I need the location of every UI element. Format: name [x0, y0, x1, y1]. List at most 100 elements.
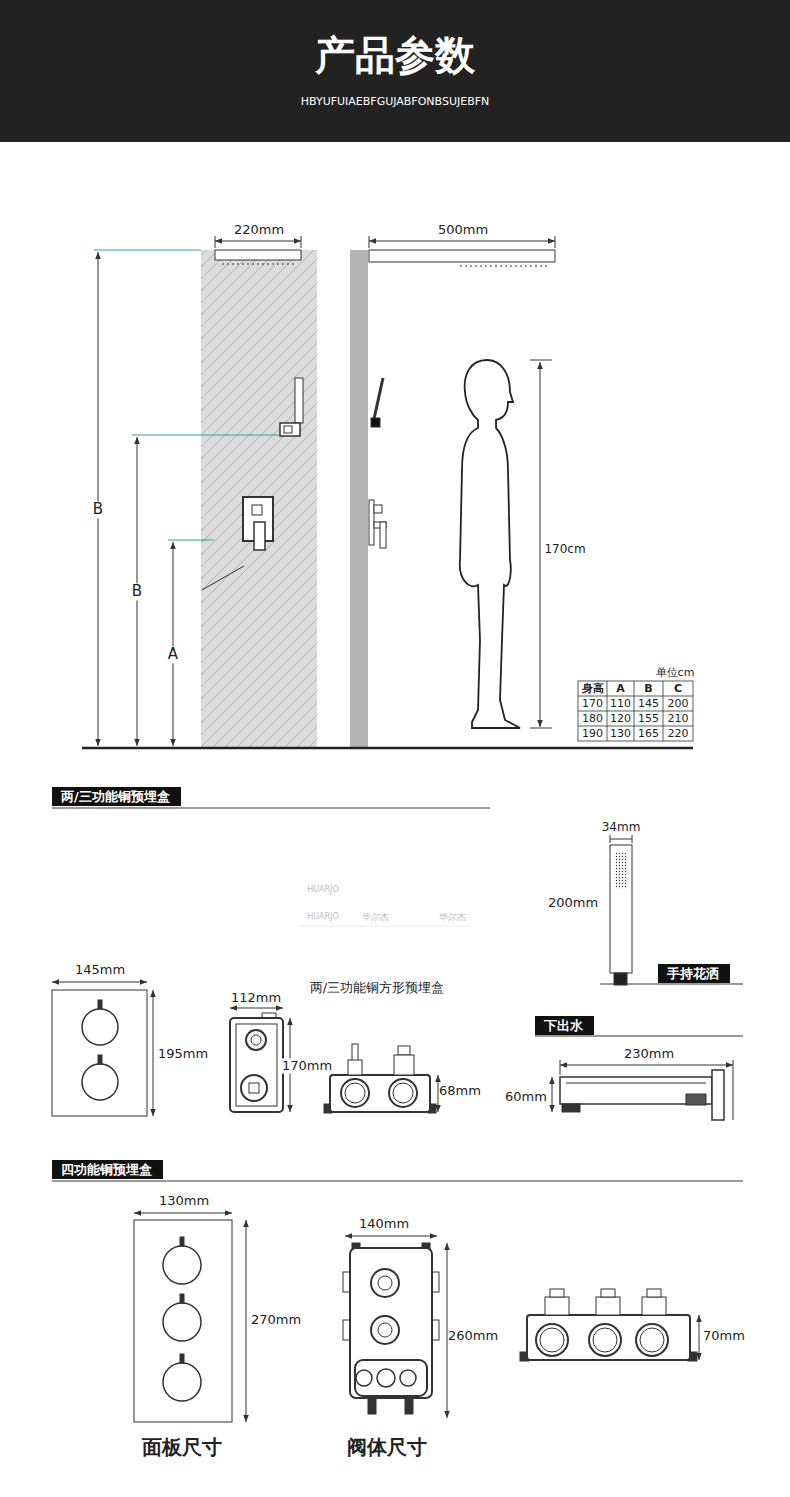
- panel-four: [163, 1363, 201, 1401]
- section-caption: 面板尺寸: [142, 1436, 222, 1459]
- valve-two-side: [330, 1075, 430, 1112]
- valve-two-side: [389, 1079, 417, 1107]
- section-tag: 手持花洒: [658, 964, 730, 983]
- dimension-label: 112mm: [231, 991, 281, 1006]
- ground-line: [82, 747, 693, 750]
- dimension-line: [215, 236, 555, 248]
- dimension-line: [560, 1065, 733, 1066]
- valve-two-side: [352, 1044, 358, 1062]
- valve-four-side: [550, 1289, 564, 1297]
- valve-front: [202, 497, 273, 590]
- valve-front: [252, 505, 262, 515]
- valve-four-side: [593, 1328, 617, 1352]
- wall-front: [201, 250, 317, 748]
- rain-shower: [222, 264, 296, 265]
- dimension-line: [555, 236, 556, 248]
- valve-four-side: [642, 1297, 666, 1315]
- valve-four-side: [527, 1315, 690, 1360]
- valve-four: [378, 1276, 392, 1290]
- table-cell: A: [616, 682, 625, 695]
- panel-two: [52, 990, 147, 1116]
- section-title: 四功能铜预埋盒: [61, 1162, 152, 1177]
- table-cell: 180: [582, 712, 603, 725]
- table-cell: 身高: [582, 682, 604, 695]
- dimension-label: 500mm: [438, 223, 488, 238]
- hand-shower: [614, 973, 627, 985]
- hand-shower-front: [295, 378, 303, 423]
- valve-four-side: [636, 1324, 668, 1356]
- part-name: 两/三功能铜方形预埋盒: [310, 981, 444, 996]
- page-title: 产品参数: [315, 32, 475, 78]
- panel-four: [180, 1237, 184, 1246]
- side-fixtures: [380, 522, 386, 548]
- rain-shower: [369, 250, 555, 262]
- rain-shower: [215, 250, 301, 260]
- dimension-line: [447, 1243, 448, 1418]
- valve-four-side: [601, 1289, 615, 1297]
- valve-two: [230, 1013, 283, 1112]
- height-dimension: [173, 542, 174, 746]
- watermark: HUARJO: [307, 912, 339, 921]
- dimension-line: [699, 1315, 700, 1360]
- dimension-line: [230, 1008, 283, 1009]
- dimension-line: [134, 1213, 246, 1422]
- dimension-label: 195mm: [158, 1047, 208, 1062]
- leader-line: [94, 250, 279, 540]
- hand-shower-front: [280, 423, 300, 436]
- panel-two: [98, 1000, 102, 1009]
- dimension-label: 200mm: [548, 896, 598, 911]
- dimension-line: [552, 1077, 553, 1112]
- dimension-label: 170cm: [542, 543, 587, 557]
- panel-two: [52, 990, 147, 1116]
- wall-front: [201, 250, 317, 748]
- table-cell: 210: [668, 712, 689, 725]
- dimension-label: 260mm: [448, 1329, 498, 1344]
- dimension-line: [345, 1236, 447, 1418]
- ground-line: [82, 748, 693, 749]
- dimension-line: [632, 835, 633, 843]
- spout: [686, 1094, 706, 1105]
- valve-four: [355, 1360, 427, 1396]
- panel-four: [163, 1246, 201, 1284]
- dimension-label: 140mm: [359, 1217, 409, 1232]
- panel-four: [180, 1354, 184, 1363]
- dimension-line: [52, 982, 147, 983]
- section-rule: [52, 808, 743, 1181]
- section-title: 下出水: [544, 1018, 583, 1033]
- valve-four-side: [589, 1324, 621, 1356]
- watermark: 华尔杰: [362, 912, 389, 922]
- dimension-line: [215, 236, 216, 248]
- dimension-line: [246, 1220, 247, 1422]
- spout: [562, 1104, 580, 1112]
- valve-two: [236, 1024, 277, 1106]
- leader-line: [168, 540, 214, 541]
- valve-four: [400, 1370, 416, 1386]
- dimension-line: [610, 835, 611, 843]
- dimension-label: 130mm: [159, 1194, 209, 1209]
- table-cell: 170: [582, 697, 603, 710]
- dimension-label: A: [166, 646, 180, 663]
- table-cell: 190: [582, 727, 603, 740]
- valve-two-side: [398, 1046, 410, 1055]
- table-cell: 110: [610, 697, 631, 710]
- side-fixtures: [369, 500, 374, 545]
- dimension-line: [369, 241, 555, 242]
- hand-shower: [614, 851, 628, 889]
- size-table: [578, 681, 693, 741]
- table-cell: C: [674, 682, 682, 695]
- valve-four: [377, 1369, 395, 1387]
- section-tag: 下出水: [535, 1016, 594, 1035]
- watermark-rule: [300, 926, 470, 927]
- section-title: 手持花洒: [667, 966, 719, 981]
- dimension-line: [438, 1075, 439, 1112]
- valve-two: [230, 1018, 283, 1112]
- dimension-line: [610, 835, 632, 843]
- person-height: [530, 360, 552, 361]
- side-fixtures: [371, 418, 380, 427]
- valve-two-side: [345, 1083, 365, 1103]
- hand-shower-front: [280, 378, 303, 436]
- rain-shower: [460, 266, 550, 267]
- panel-two: [82, 1064, 118, 1100]
- valve-four: [378, 1323, 392, 1337]
